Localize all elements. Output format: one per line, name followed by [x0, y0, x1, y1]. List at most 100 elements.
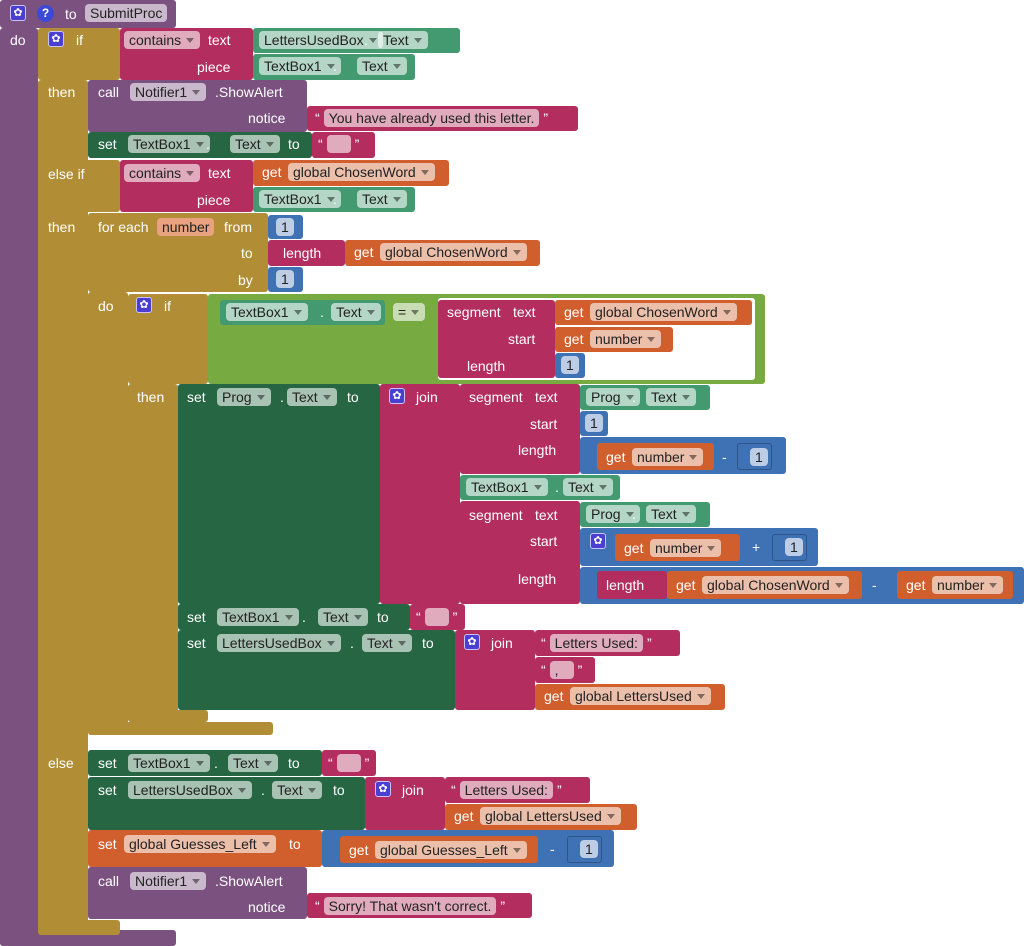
procedure-body[interactable]: [0, 28, 38, 946]
property-dropdown[interactable]: Text: [378, 31, 428, 49]
number-field[interactable]: 1: [276, 270, 294, 288]
variable-dropdown[interactable]: global ChosenWord: [380, 243, 527, 261]
segment-block[interactable]: [438, 300, 555, 378]
property-dropdown[interactable]: Text: [230, 135, 280, 153]
length-block[interactable]: [268, 240, 345, 266]
string-value[interactable]: [424, 608, 449, 626]
component-dropdown[interactable]: TextBox1: [259, 190, 341, 208]
variable-dropdown[interactable]: global LettersUsed: [570, 687, 711, 705]
property-dropdown[interactable]: Text: [357, 190, 407, 208]
string-literal[interactable]: “”: [328, 754, 369, 772]
start-label: start: [530, 416, 558, 432]
variable-dropdown[interactable]: number: [650, 539, 722, 557]
gear-icon[interactable]: ✿: [375, 781, 391, 797]
string-value[interactable]: You have already used this letter.: [323, 109, 540, 127]
component-dropdown[interactable]: TextBox1: [226, 303, 308, 321]
component-dropdown[interactable]: TextBox1: [466, 478, 548, 496]
variable-dropdown[interactable]: global ChosenWord: [288, 163, 435, 181]
if-label: if: [164, 298, 171, 314]
variable-dropdown[interactable]: number: [632, 448, 704, 466]
if-block-footer[interactable]: [38, 920, 120, 935]
contains-op-dropdown[interactable]: contains: [124, 31, 201, 49]
gear-icon[interactable]: ✿: [590, 533, 606, 549]
loop-variable-field[interactable]: number: [157, 218, 215, 236]
component-dropdown[interactable]: LettersUsedBox: [128, 781, 252, 799]
property-dropdown[interactable]: Text: [357, 57, 407, 75]
if-block-column[interactable]: [38, 80, 88, 935]
property-dropdown[interactable]: Text: [362, 634, 412, 652]
method-label: .ShowAlert: [215, 84, 283, 100]
property-dropdown[interactable]: Text: [563, 478, 613, 496]
string-value[interactable]: Letters Used:: [459, 781, 553, 799]
number-field[interactable]: 1: [750, 448, 768, 466]
contains-op-dropdown[interactable]: contains: [124, 164, 201, 182]
variable-dropdown[interactable]: global LettersUsed: [480, 807, 621, 825]
string-literal[interactable]: “You have already used this letter.”: [315, 109, 548, 127]
number-field[interactable]: 1: [785, 538, 803, 556]
property-dropdown[interactable]: Text: [272, 781, 322, 799]
string-literal[interactable]: “”: [318, 135, 359, 153]
length-label: length: [606, 577, 645, 593]
string-value[interactable]: Sorry! That wasn't correct.: [323, 897, 497, 915]
string-value[interactable]: ,: [549, 661, 574, 679]
to-label: to: [288, 755, 300, 771]
component-dropdown[interactable]: Prog: [586, 505, 640, 523]
component-dropdown[interactable]: TextBox1: [128, 135, 210, 153]
length-block[interactable]: [597, 571, 667, 599]
close-quote: ”: [364, 755, 370, 771]
gear-icon[interactable]: ✿: [10, 5, 26, 21]
string-literal[interactable]: “, ”: [541, 661, 582, 679]
else-if-header[interactable]: [38, 160, 120, 212]
variable-dropdown[interactable]: global ChosenWord: [590, 303, 737, 321]
string-value[interactable]: [326, 135, 351, 153]
number-field[interactable]: 1: [585, 414, 603, 432]
string-value[interactable]: [336, 754, 361, 772]
segment-block[interactable]: [460, 501, 580, 604]
string-literal[interactable]: “”: [416, 608, 457, 626]
component-dropdown[interactable]: LettersUsedBox: [259, 31, 383, 49]
gear-icon[interactable]: ✿: [389, 388, 405, 404]
compare-op-dropdown[interactable]: =: [393, 303, 426, 321]
gear-icon[interactable]: ✿: [464, 634, 480, 650]
variable-dropdown[interactable]: global Guesses_Left: [124, 835, 276, 853]
string-literal[interactable]: “Sorry! That wasn't correct.”: [315, 897, 505, 915]
segment-block[interactable]: [460, 384, 580, 474]
component-dropdown[interactable]: Prog: [217, 388, 271, 406]
gear-icon[interactable]: ✿: [136, 297, 152, 313]
component-dropdown[interactable]: Notifier1: [130, 83, 207, 101]
gear-icon[interactable]: ✿: [48, 31, 64, 47]
property-dropdown[interactable]: Text: [646, 388, 696, 406]
property-dropdown[interactable]: Text: [646, 505, 696, 523]
for-each-footer[interactable]: [88, 722, 273, 735]
string-value[interactable]: Letters Used:: [549, 634, 643, 652]
string-literal[interactable]: “Letters Used: ”: [541, 634, 652, 652]
property-dropdown[interactable]: Text: [287, 388, 337, 406]
property-dropdown[interactable]: Text: [228, 754, 278, 772]
variable-dropdown[interactable]: number: [932, 576, 1004, 594]
number-field[interactable]: 1: [276, 218, 294, 236]
component-dropdown[interactable]: Notifier1: [130, 872, 207, 890]
dot-separator: .: [555, 479, 559, 495]
string-literal[interactable]: “Letters Used: ”: [451, 781, 562, 799]
procedure-name[interactable]: SubmitProc: [85, 4, 168, 22]
inner-if-footer[interactable]: [128, 710, 208, 722]
component-dropdown[interactable]: LettersUsedBox: [217, 634, 341, 652]
join-block[interactable]: [380, 384, 460, 604]
set-prog-text-block[interactable]: [178, 384, 380, 604]
to-label: to: [347, 389, 359, 405]
property-dropdown[interactable]: Text: [331, 303, 381, 321]
number-field[interactable]: 1: [580, 840, 598, 858]
variable-dropdown[interactable]: number: [590, 330, 662, 348]
variable-dropdown[interactable]: global ChosenWord: [702, 576, 849, 594]
inner-if-column[interactable]: [128, 384, 178, 722]
component-dropdown[interactable]: TextBox1: [259, 57, 341, 75]
component-dropdown[interactable]: Prog: [586, 388, 640, 406]
variable-dropdown[interactable]: global Guesses_Left: [375, 841, 527, 859]
component-dropdown[interactable]: TextBox1: [217, 608, 299, 626]
property-dropdown[interactable]: Text: [318, 608, 368, 626]
component-dropdown[interactable]: TextBox1: [128, 754, 210, 772]
number-field[interactable]: 1: [561, 356, 579, 374]
help-icon[interactable]: ?: [37, 5, 54, 22]
for-each-column[interactable]: [88, 292, 128, 735]
